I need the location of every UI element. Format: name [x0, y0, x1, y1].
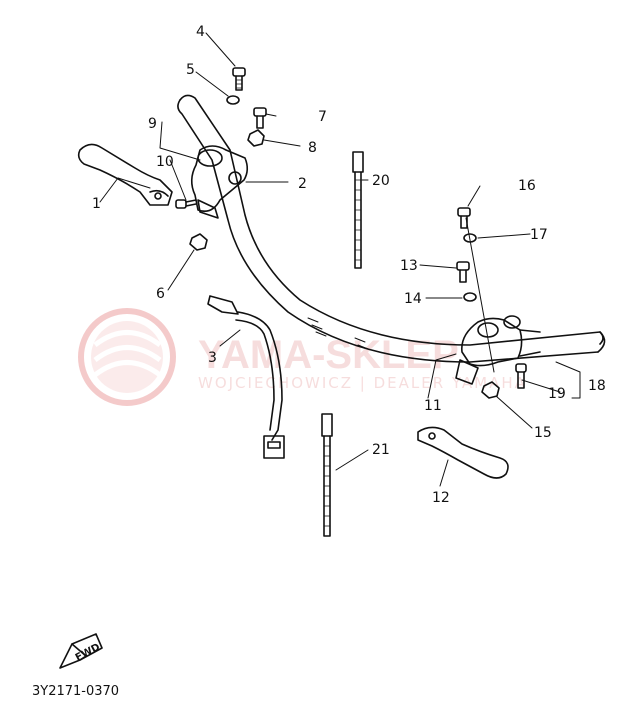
callout-20: 20 — [372, 173, 390, 189]
clutch-lever — [77, 143, 173, 206]
watermark-brand: YAMA-SKLEP — [198, 333, 459, 377]
handlebar — [177, 94, 606, 363]
callout-9: 9 — [148, 116, 157, 132]
watermark: YAMA-SKLEP WOJCIECHOWICZ | DEALER YAMAHA — [78, 308, 527, 406]
bolt-10 — [175, 199, 197, 209]
callout-1: 1 — [92, 196, 101, 212]
bolt-19 — [515, 363, 527, 389]
callout-13: 13 — [400, 258, 418, 274]
leader-lines — [99, 32, 581, 487]
callout-11: 11 — [424, 398, 442, 414]
callout-17: 17 — [530, 227, 548, 243]
callout-6: 6 — [156, 286, 165, 302]
nut-15 — [481, 381, 500, 399]
cable-tie-21 — [321, 413, 333, 537]
forward-direction-arrow — [59, 633, 103, 669]
clutch-switch-cable — [207, 295, 285, 459]
brake-lever — [417, 426, 509, 479]
callout-3: 3 — [208, 350, 217, 366]
nut-8 — [247, 129, 265, 147]
callout-19: 19 — [548, 386, 566, 402]
cable-tie-20 — [352, 151, 364, 269]
bolt-16 — [457, 207, 471, 229]
nut-6 — [189, 233, 208, 251]
callout-15: 15 — [534, 425, 552, 441]
callout-18: 18 — [588, 378, 606, 394]
callout-16: 16 — [518, 178, 536, 194]
bolt-4 — [232, 67, 246, 91]
bolt-13 — [456, 261, 470, 283]
callout-14: 14 — [404, 291, 422, 307]
bolt-7 — [253, 107, 267, 129]
callout-5: 5 — [186, 62, 195, 78]
callout-numbers: 1 2 3 4 5 6 7 8 9 10 11 12 13 14 15 16 1… — [92, 24, 606, 506]
washer-14 — [463, 292, 477, 302]
callout-10: 10 — [156, 154, 174, 170]
callout-4: 4 — [196, 24, 205, 40]
callout-7: 7 — [318, 109, 327, 125]
left-lever-holder — [190, 145, 249, 219]
callout-21: 21 — [372, 442, 390, 458]
callout-12: 12 — [432, 490, 450, 506]
callout-2: 2 — [298, 176, 307, 192]
callout-8: 8 — [308, 140, 317, 156]
washer-5 — [226, 95, 240, 105]
diagram-code: 3Y2171-0370 — [32, 684, 119, 699]
watermark-dealer: WOJCIECHOWICZ | DEALER YAMAHA — [198, 374, 527, 392]
